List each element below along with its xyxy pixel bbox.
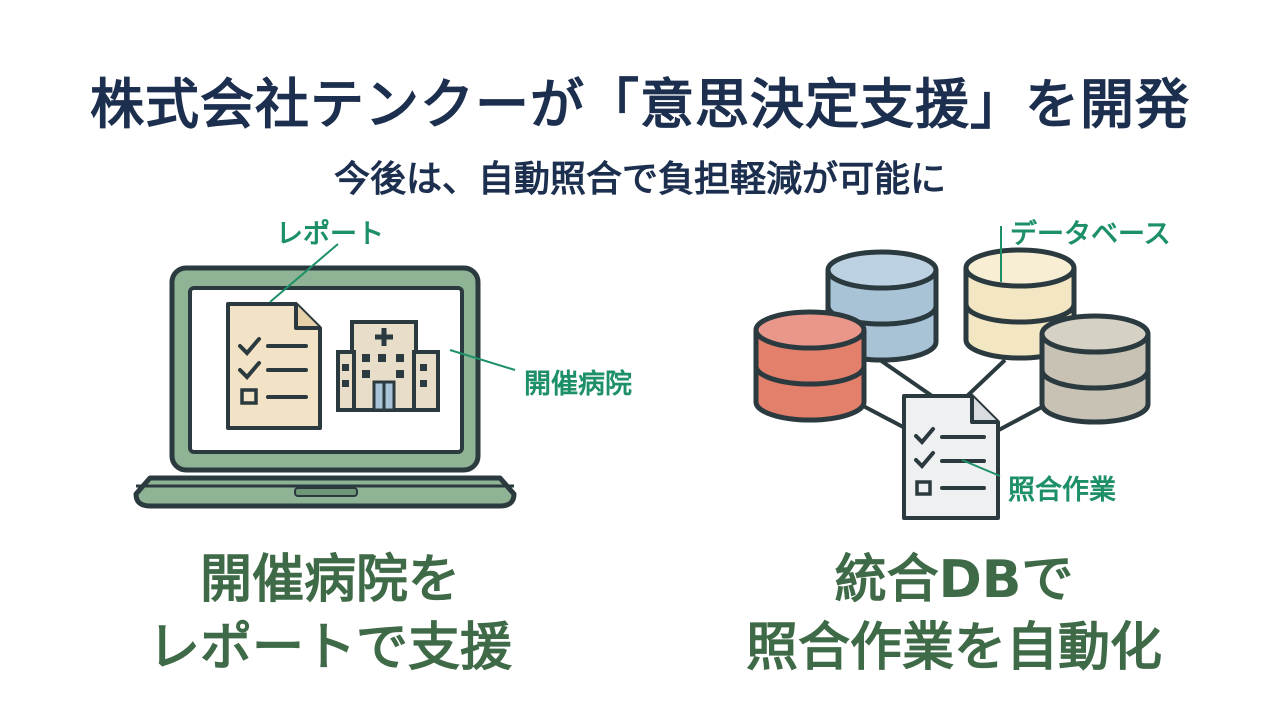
hospital-callout-label: 開催病院: [524, 369, 632, 400]
checklist-document-icon: [902, 394, 1000, 520]
database-callout-label: データベース: [1010, 219, 1171, 250]
report-document-icon: [226, 302, 322, 430]
right-caption-line2: 照合作業を自動化: [745, 618, 1162, 678]
left-caption-line1: 開催病院を: [199, 550, 460, 610]
database-gray-icon: [1039, 313, 1151, 425]
report-callout-label: レポート: [276, 219, 384, 250]
matching-callout-label: 照合作業: [1008, 475, 1116, 506]
right-caption-line1: 統合DBで: [834, 550, 1074, 610]
database-red-icon: [753, 309, 867, 423]
hospital-leader-line: [449, 349, 516, 371]
page-subtitle: 今後は、自動照合で負担軽減が可能に: [333, 159, 946, 200]
laptop-icon: [133, 265, 517, 509]
page-title: 株式会社テンクーが「意思決定支援」を開発: [90, 73, 1190, 136]
left-caption: 開催病院を レポートで支援: [70, 546, 590, 682]
matching-leader-line: [961, 459, 1001, 477]
left-caption-line2: レポートで支援: [147, 618, 512, 678]
right-caption: 統合DBで 照合作業を自動化: [694, 546, 1214, 682]
report-leader-line: [269, 243, 339, 303]
hospital-building-icon: [336, 320, 440, 412]
